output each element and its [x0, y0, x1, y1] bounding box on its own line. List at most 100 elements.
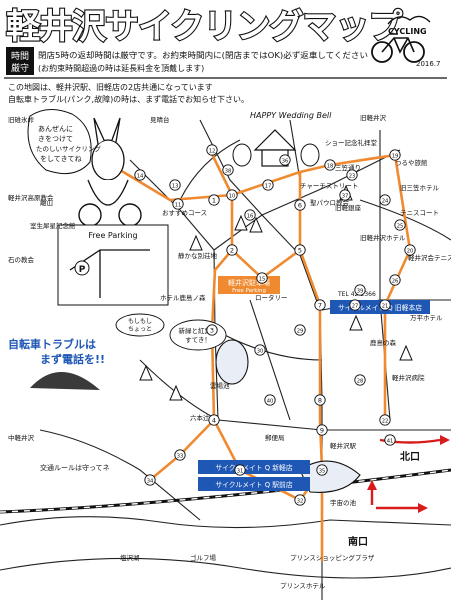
route-marker-number: 30 [257, 348, 264, 354]
north-exit-label: 北口 [400, 450, 420, 463]
route-marker-circle [354, 374, 366, 386]
route-marker-number: 11 [175, 202, 182, 208]
groom-bunny-icon [300, 143, 320, 167]
logo-label: CYCLING [388, 27, 427, 36]
shop-badge [198, 460, 310, 474]
place-label: プリンスショッピングプラザ [290, 553, 375, 562]
route-marker-circle [262, 179, 274, 191]
route-marker-circle [172, 198, 184, 210]
route-marker-circle [379, 414, 391, 426]
place-label: テニスコート [400, 209, 439, 217]
route-marker-circle [346, 169, 358, 181]
parking-p-icon [74, 260, 90, 276]
route-marker-number: 19 [392, 153, 399, 159]
road-kitanai [0, 516, 451, 529]
road-loop-north [179, 139, 241, 201]
route-marker-number: 38 [225, 168, 232, 174]
fresh-green-line-1: 新緑と紅葉が [179, 326, 219, 335]
place-label: 旧軽井沢 [360, 113, 387, 122]
route-marker-circle [294, 494, 306, 506]
phone-line-2: ちょっと [128, 326, 152, 333]
recommend-course-label: おすすめコース [162, 209, 207, 217]
route-marker-circle [208, 194, 220, 206]
railway-ties [0, 469, 451, 513]
route-marker-number: 5 [298, 246, 302, 254]
route-marker-circle [379, 194, 391, 206]
shop-phone-bubble: もしもし ちょっと [115, 313, 165, 337]
bike-wheel-icon [403, 41, 425, 63]
route-marker-number: 8 [318, 396, 322, 404]
route-marker-circle [349, 299, 361, 311]
route-marker-circle [294, 199, 306, 211]
place-label: 旧軽井沢ホテル [360, 233, 406, 242]
route-marker-number: 9 [320, 426, 324, 434]
parking-lot-name: 軽井沢駐車場 [228, 278, 270, 287]
route-marker-number: 28 [357, 378, 364, 384]
route-marker-number: 21 [382, 303, 389, 309]
traffic-rules-label: 交通ルールは守ってネ [40, 463, 110, 472]
tree-icon [189, 234, 203, 251]
tree-icon [234, 214, 248, 231]
parking-p-glyph: P [79, 265, 86, 275]
route-marker-number: 7 [318, 301, 322, 309]
route-marker-circle [294, 324, 306, 336]
map-title: 軽井沢サイクリングマップ [6, 7, 402, 47]
place-label: ロータリー [255, 293, 288, 302]
route-marker-circle [279, 154, 291, 166]
road-cross-1 [214, 329, 323, 361]
parking-title: Free Parking [88, 231, 137, 240]
route-marker-circle [339, 189, 351, 201]
route-marker-circle [169, 179, 181, 191]
edition-date: 2016.7 [416, 60, 441, 68]
place-label: 旧碓氷峠 [8, 115, 35, 124]
place-label: 見晴台 [150, 115, 170, 124]
route-marker-number: 6 [298, 201, 302, 209]
place-label: 旧三笠ホテル [400, 183, 440, 192]
route-marker-number: 29 [297, 328, 304, 334]
place-label: 六本辻 [190, 413, 210, 422]
place-label: 塩沢湖 [120, 553, 140, 562]
place-label: 軽井沢会テニスコート [408, 253, 451, 262]
bunny-mascot [78, 117, 142, 227]
route-marker-circle [254, 344, 266, 356]
notice-line-2: (お約束時間超過の時は延長料金を頂戴します) [38, 63, 204, 73]
route-marker-number: 24 [382, 198, 389, 204]
route-marker-number: 35 [319, 468, 326, 474]
place-label: ホテル鹿島ノ森 [160, 293, 206, 302]
route-marker-number: 25 [397, 223, 404, 229]
shop-station[interactable]: サイクルメイト Q 駅前店 [198, 477, 310, 491]
badge-line-1: 時間 [11, 51, 29, 62]
route-marker-number: 34 [147, 478, 154, 484]
place-label: 旧軽銀座 [335, 203, 362, 212]
road-bypass [0, 557, 451, 579]
road-cross-2 [213, 149, 401, 251]
route-marker-number: 27 [352, 303, 359, 309]
route-marker-number: 12 [209, 148, 216, 154]
route-marker-circle [389, 149, 401, 161]
place-label: 宇宙の池 [330, 498, 357, 507]
shop-shinkaru[interactable]: サイクルメイト Q 新軽店 [198, 460, 310, 474]
place-label: ゴルフ場 [190, 553, 217, 562]
route-marker-circle [354, 284, 366, 296]
route-marker-circle [314, 394, 326, 406]
route-marker-number: 10 [229, 193, 236, 199]
badge-line-2: 厳守 [11, 62, 29, 74]
trouble-callout: 自転車トラブルは まず電話を!! [8, 337, 105, 366]
trouble-title-2: まず電話を!! [40, 352, 105, 366]
phone-line-1: もしもし [128, 318, 152, 325]
railway [0, 468, 451, 514]
speech-line-1: あんぜんに [38, 125, 73, 133]
route-marker-circle [134, 169, 146, 181]
bike-wheel-icon [371, 41, 393, 63]
place-label: 室生犀星記念館 [30, 221, 76, 230]
route-marker-circle [226, 244, 238, 256]
shop-station-label: サイクルメイト Q 駅前店 [215, 480, 293, 489]
route-marker-number: 17 [265, 183, 272, 189]
place-label: 雲場池 [210, 381, 230, 390]
place-label: 郵便局 [265, 433, 285, 442]
arrow-head-icon [418, 503, 428, 513]
place-label: 聖パウロ教会 [310, 198, 350, 207]
route-marker-number: 22 [382, 418, 389, 424]
shop-shinkaru-label: サイクルメイト Q 新軽店 [215, 463, 293, 472]
